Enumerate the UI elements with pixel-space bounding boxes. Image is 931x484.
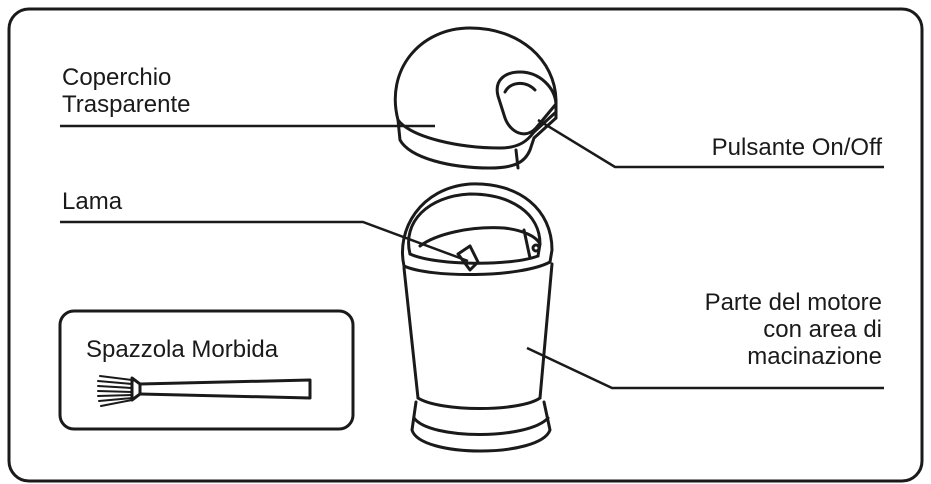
brush-icon <box>97 375 312 407</box>
label-soft-brush: Spazzola Morbida <box>86 336 279 363</box>
outer-frame <box>7 7 924 483</box>
label-lid-line-1: Coperchio <box>62 64 172 91</box>
label-transparent-lid: Coperchio Trasparente <box>62 64 191 118</box>
grinder-base <box>410 400 552 453</box>
label-on-off-switch: Pulsante On/Off <box>711 134 882 161</box>
label-lid-line-2: Trasparente <box>62 91 191 118</box>
label-motor-line-3: macinazione <box>747 343 882 370</box>
switch-slot <box>495 70 558 136</box>
leader-lines <box>60 118 884 390</box>
transparent-lid <box>393 26 558 170</box>
grinder-body <box>401 182 554 453</box>
leader-blade <box>60 220 469 263</box>
label-motor-line-2: con area di <box>763 316 882 343</box>
leader-switch <box>537 118 884 169</box>
leader-motor <box>526 346 884 390</box>
label-blade: Lama <box>62 188 123 215</box>
blade-shape <box>456 244 480 272</box>
label-motor-line-1: Parte del motore <box>704 289 882 316</box>
brush-box <box>58 309 355 431</box>
label-motor-grinding-area: Parte del motore con area di macinazione <box>705 289 882 370</box>
